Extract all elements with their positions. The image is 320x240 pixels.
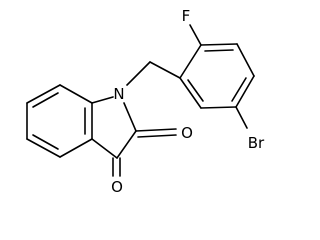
- bond-c7a-n1: [91, 96, 114, 104]
- bond-c4-c5prime: [235, 75, 255, 108]
- bond-c4-c3a: [59, 138, 93, 158]
- halogen-substituents: [189, 24, 248, 129]
- double-bond-inner-c2-c3prime: [204, 49, 234, 52]
- atom-label-nitrogen: N: [113, 85, 124, 103]
- bond-n1-c2: [123, 102, 137, 132]
- carbonyl-groups: [112, 128, 177, 177]
- bond-c2-c3prime: [200, 43, 238, 46]
- double-bond-inner-c6-c1prime: [187, 79, 204, 102]
- double-bond-inner-c4-c5prime: [231, 77, 247, 102]
- bond-c7-c6: [26, 84, 61, 104]
- bond-c3-c3a: [91, 138, 118, 159]
- bromofluorophenyl-ring: [179, 43, 255, 109]
- bond-c6-c1prime: [179, 77, 202, 109]
- chemical-structure-diagram: F N Br O O: [26, 7, 265, 196]
- bond-ch2-c1prime: [149, 61, 181, 79]
- bond-c2-o-a: [135, 128, 177, 132]
- bond-c2-c3: [116, 130, 137, 159]
- double-bond-inner-c7-c6: [32, 92, 59, 108]
- bond-c1-c2prime: [179, 44, 202, 79]
- atom-label-bromine: Br: [248, 134, 265, 152]
- fused-benzene-ring: [26, 84, 93, 158]
- bond-c7a-c7: [59, 84, 93, 104]
- atom-label-oxygen-upper: O: [181, 124, 193, 142]
- double-bond-inner-c5-c4: [32, 134, 59, 150]
- atom-label-fluorine: F: [182, 7, 191, 25]
- bond-c5-c4: [26, 138, 61, 158]
- bond-c5-c6prime: [200, 106, 237, 109]
- bond-c5prime-br: [235, 106, 248, 129]
- benzyl-linker: [126, 61, 181, 86]
- isatin-five-ring: [91, 96, 137, 159]
- bond-c2-o-b: [137, 134, 177, 138]
- atom-label-oxygen-lower: O: [111, 178, 123, 196]
- bond-c2prime-f: [189, 24, 202, 46]
- bond-n1-ch2: [126, 61, 151, 86]
- bond-c3-c4prime: [236, 43, 255, 77]
